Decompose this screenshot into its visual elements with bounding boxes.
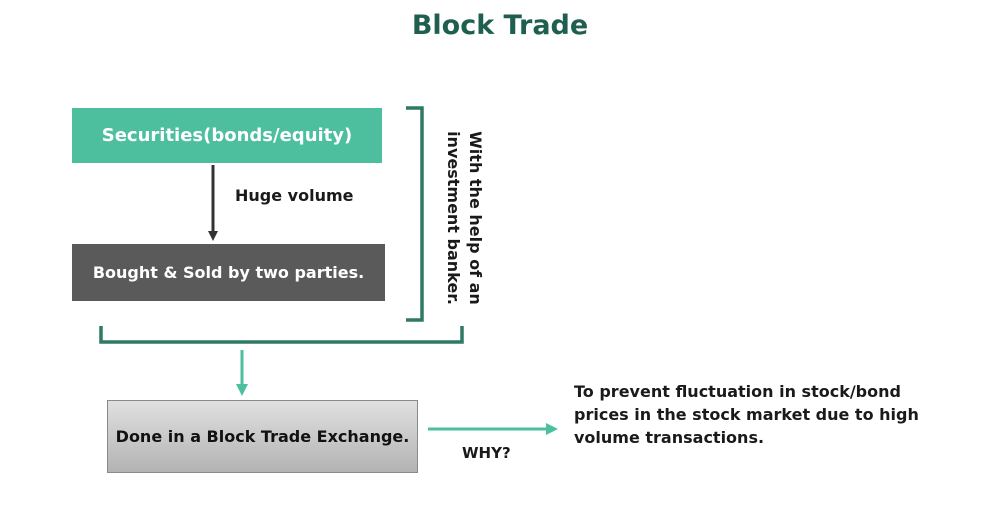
reason-text: To prevent fluctuation in stock/bond pri… [574, 382, 919, 447]
block-trade-exchange-box: Done in a Block Trade Exchange. [107, 400, 418, 473]
diagram-title: Block Trade [411, 10, 589, 41]
block-trade-exchange-label: Done in a Block Trade Exchange. [115, 427, 410, 446]
securities-box: Securities(bonds/equity) [72, 108, 382, 163]
bottom-bracket [99, 326, 464, 344]
why-label: WHY? [462, 444, 511, 462]
securities-label: Securities(bonds/equity) [101, 125, 353, 146]
bought-sold-label: Bought & Sold by two parties. [92, 263, 365, 282]
investment-banker-text: With the help of an investment banker. [444, 130, 485, 305]
investment-banker-note: With the help of an investment banker. [440, 130, 488, 305]
right-bracket [406, 106, 424, 322]
bought-sold-box: Bought & Sold by two parties. [72, 244, 385, 301]
huge-volume-label: Huge volume [235, 186, 354, 205]
